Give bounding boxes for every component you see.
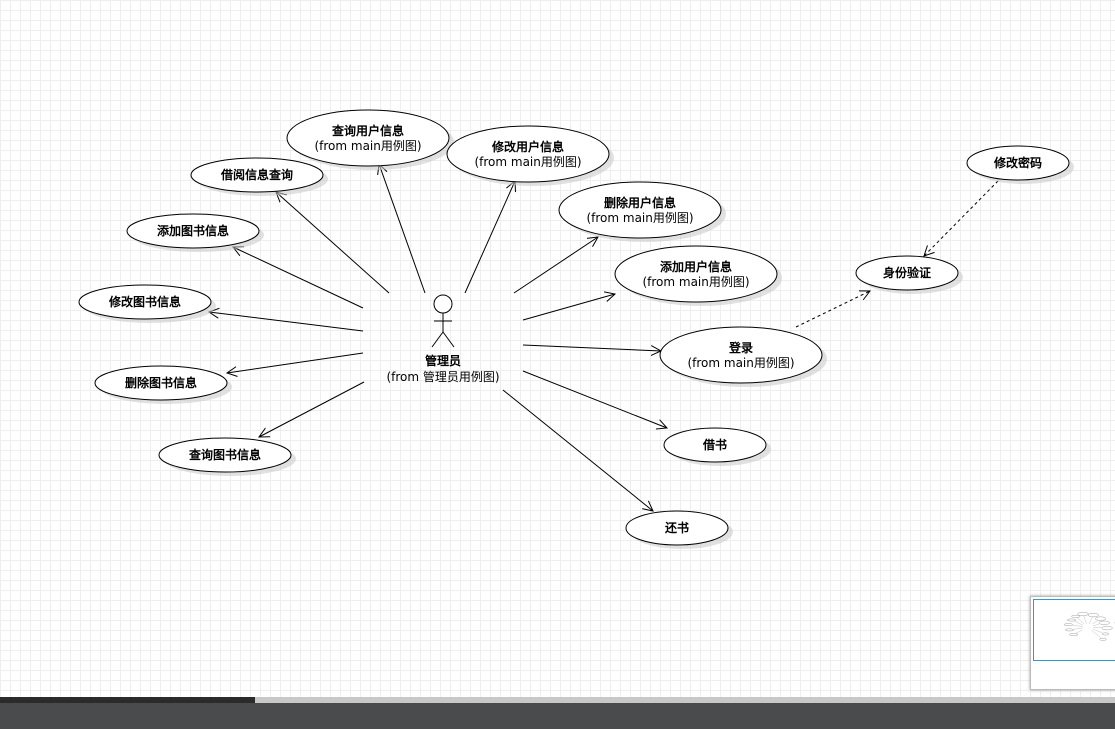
association-arrow-borrow-info-query[interactable] [276, 192, 390, 294]
minimap-shape [1063, 623, 1073, 626]
minimap-connector [1083, 615, 1087, 625]
minimap-viewport[interactable] [1033, 599, 1115, 661]
usecase-title: 添加图书信息 [157, 223, 229, 238]
minimap-shape [1087, 612, 1099, 618]
association-arrow-query-book-info[interactable] [259, 381, 365, 437]
usecase-add-book-info[interactable]: 添加图书信息 [126, 213, 264, 252]
usecase-modify-user-info[interactable]: 修改用户信息(from main用例图) [446, 125, 614, 186]
association-arrow-query-user-info[interactable] [379, 164, 426, 294]
usecase-ellipse [78, 284, 212, 320]
minimap-shape [1067, 618, 1077, 622]
minimap-connector [1074, 620, 1083, 626]
usecase-origin: (from main用例图) [314, 139, 421, 153]
association-arrow-modify-book-info[interactable] [209, 312, 364, 332]
usecase-title: 登录 [728, 340, 753, 355]
minimap-shape [1101, 626, 1113, 631]
usecase-modify-book-info[interactable]: 修改图书信息 [78, 284, 216, 323]
usecase-ellipse [126, 213, 260, 249]
usecase-title: 添加用户信息 [660, 259, 732, 274]
association-arrow-return-book[interactable] [502, 389, 653, 511]
usecase-origin: (from main用例图) [642, 275, 749, 289]
usecase-ellipse [94, 365, 228, 401]
usecase-ellipse [659, 326, 823, 384]
association-arrow-add-user-info[interactable] [522, 294, 615, 321]
dependency-arrow-login[interactable] [795, 291, 870, 328]
minimap-shape [1098, 620, 1110, 625]
usecase-title: 借阅信息查询 [220, 167, 293, 182]
usecase-title: 修改图书信息 [108, 294, 181, 309]
usecase-ellipse [158, 437, 292, 473]
actor-name: 管理员 [425, 353, 461, 368]
minimap-shape [1095, 616, 1107, 621]
shape-layer: 查询用户信息(from main用例图)修改用户信息(from main用例图)… [78, 109, 1074, 549]
minimap-connector [1091, 630, 1102, 639]
usecase-title: 查询用户信息 [331, 123, 404, 138]
association-arrow-delete-user-info[interactable] [513, 237, 598, 294]
association-arrow-modify-user-info[interactable] [464, 181, 515, 294]
minimap-shape [1064, 628, 1074, 632]
usecase-origin: (from main用例图) [586, 211, 693, 225]
usecase-title: 修改密码 [993, 155, 1042, 170]
minimap-connector [1092, 620, 1098, 625]
usecase-title: 身份验证 [883, 265, 931, 280]
use-case-diagram: 查询用户信息(from main用例图)修改用户信息(from main用例图)… [78, 109, 1074, 549]
usecase-delete-user-info[interactable]: 删除用户信息(from main用例图) [558, 181, 726, 242]
minimap-connector [1073, 627, 1083, 630]
minimap-shape [1069, 633, 1079, 636]
association-arrow-add-book-info[interactable] [233, 247, 364, 309]
connector-layer [209, 164, 999, 511]
usecase-query-user-info[interactable]: 查询用户信息(from main用例图) [286, 109, 454, 170]
minimap-connector [1092, 623, 1100, 626]
usecase-title: 还书 [664, 520, 689, 535]
minimap-preview [1063, 611, 1115, 641]
usecase-borrow-info-query[interactable]: 借阅信息查询 [190, 157, 328, 196]
usecase-delete-book-info[interactable]: 删除图书信息 [94, 365, 232, 404]
usecase-change-password[interactable]: 修改密码 [966, 145, 1074, 184]
dependency-arrow-change-password[interactable] [924, 180, 999, 256]
usecase-title: 修改用户信息 [491, 139, 564, 154]
association-arrow-delete-book-info[interactable] [227, 352, 364, 373]
association-arrow-borrow-book[interactable] [522, 370, 667, 428]
usecase-ellipse [190, 157, 324, 193]
usecase-query-book-info[interactable]: 查询图书信息 [158, 437, 296, 476]
usecase-ellipse [966, 145, 1070, 181]
minimap-shape [1077, 611, 1089, 616]
usecase-identity-verify[interactable]: 身份验证 [855, 255, 963, 294]
association-arrow-login[interactable] [522, 344, 661, 351]
usecase-borrow-book[interactable]: 借书 [663, 427, 771, 466]
usecase-title: 删除图书信息 [125, 375, 197, 390]
usecase-ellipse [625, 510, 729, 546]
stick-figure-actor-icon [431, 294, 455, 348]
usecase-ellipse [614, 245, 778, 303]
minimap-connector [1092, 628, 1103, 633]
scrollbar-thumb[interactable] [0, 697, 255, 703]
minimap-connector [1075, 629, 1083, 634]
horizontal-scrollbar[interactable] [0, 697, 1115, 703]
status-bar [0, 703, 1115, 729]
usecase-title: 删除用户信息 [604, 195, 676, 210]
minimap-shape [1099, 638, 1107, 641]
actor-administrator[interactable]: 管理员 (from 管理员用例图) [386, 294, 500, 384]
usecase-origin: (from main用例图) [687, 356, 794, 370]
usecase-ellipse [855, 255, 959, 291]
usecase-ellipse [663, 427, 767, 463]
usecase-ellipse [558, 181, 722, 239]
diagram-canvas[interactable]: 查询用户信息(from main用例图)修改用户信息(from main用例图)… [0, 0, 1115, 697]
minimap-connector [1076, 617, 1085, 625]
minimap-shape [1071, 615, 1081, 618]
usecase-title: 查询图书信息 [188, 447, 261, 462]
usecase-origin: (from main用例图) [474, 155, 581, 169]
usecase-login[interactable]: 登录(from main用例图) [659, 326, 827, 387]
minimap-connector [1072, 625, 1083, 627]
usecase-ellipse [286, 109, 450, 167]
usecase-ellipse [446, 125, 610, 183]
usecase-add-user-info[interactable]: 添加用户信息(from main用例图) [614, 245, 782, 306]
minimap-panel[interactable] [1030, 596, 1115, 690]
minimap-connector [1089, 616, 1093, 625]
usecase-title: 借书 [702, 437, 727, 452]
minimap-shape [1101, 632, 1109, 636]
usecase-return-book[interactable]: 还书 [625, 510, 733, 549]
actor-origin: (from 管理员用例图) [386, 369, 499, 384]
